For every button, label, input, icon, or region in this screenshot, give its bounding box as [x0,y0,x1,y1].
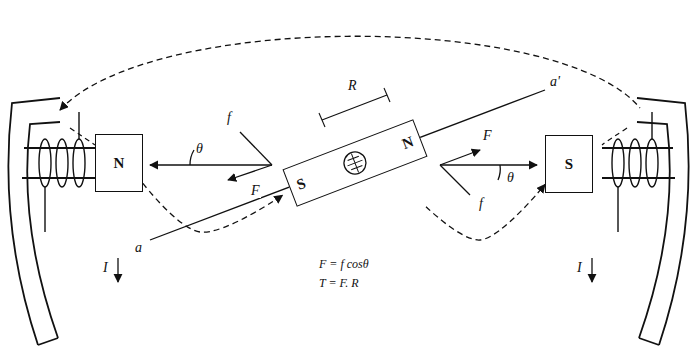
rotor-magnet: SN [282,119,427,207]
force-label: f [226,110,232,125]
equation: F = f cosθ [318,258,370,271]
equation: T = F. R [318,277,360,290]
force-label: F [250,183,261,198]
coil [39,112,658,232]
angle-label: θ [506,170,515,185]
pole-letter: S [294,175,307,192]
iron-frame [27,122,60,338]
force-label: f [478,196,484,211]
iron-frame [637,98,689,345]
shaft-symbol [336,144,375,183]
flux-line [70,128,95,145]
flux-line [60,36,640,110]
radius-label: R [347,78,358,93]
iron-frame [639,338,659,345]
iron-frame [8,98,60,345]
pole-letter: N [114,156,125,171]
current-arrow [117,258,118,282]
pole-letter: S [565,157,573,172]
force-vectors [440,150,537,195]
pole-letter: N [400,134,415,152]
force-label: F [482,128,493,143]
flux-line [602,128,627,145]
axis-label: a' [549,74,561,89]
dimension-line [319,88,390,127]
current-label: I [102,260,109,275]
flux-connector [143,183,282,232]
flux-connector [426,184,545,240]
pole-piece: N [95,134,143,192]
pole-piece: S [545,135,593,193]
current-arrow [591,258,592,282]
axis-line [150,90,545,240]
current-label: I [576,260,583,275]
force-vectors [150,132,272,180]
iron-frame [637,122,670,338]
angle-label: θ [195,141,204,156]
iron-frame [38,338,58,345]
axis-label: a [134,240,143,255]
